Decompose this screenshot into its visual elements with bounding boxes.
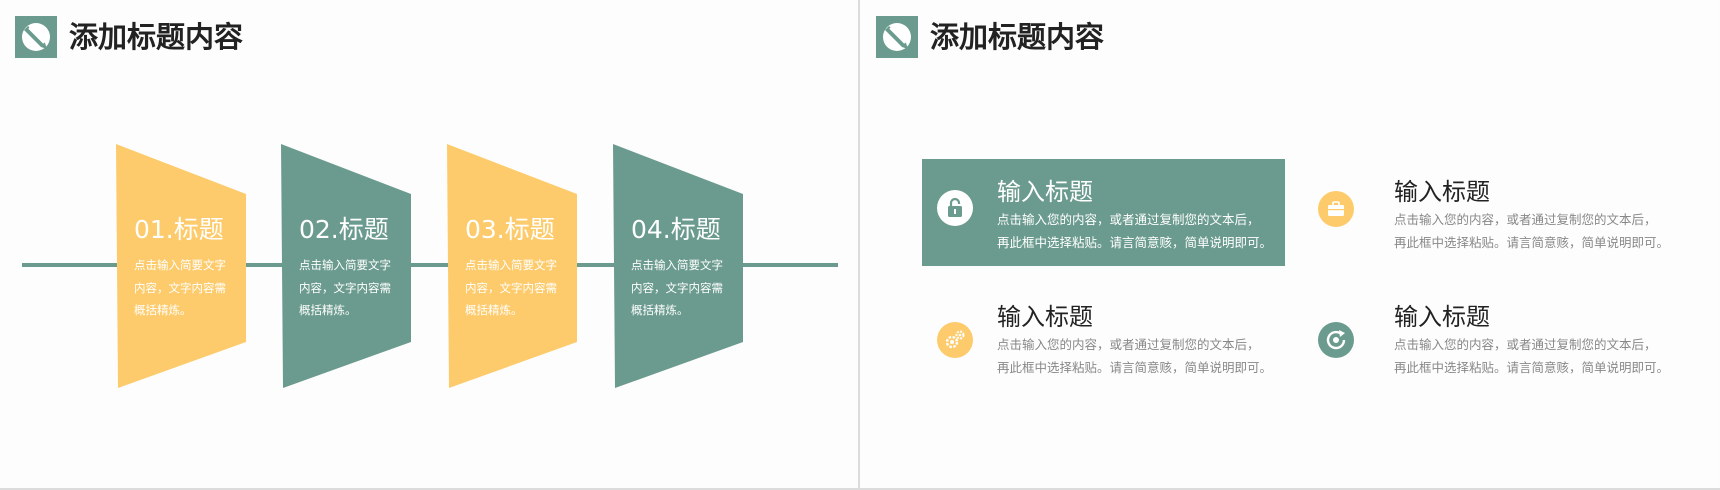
feature-title: 输入标题 bbox=[1394, 303, 1490, 331]
step-title: 04.标题 bbox=[631, 215, 721, 244]
bottom-border bbox=[0, 488, 1720, 490]
step-title: 02.标题 bbox=[299, 215, 389, 244]
feature-highlight-box bbox=[922, 159, 1285, 266]
step-card-4[interactable]: 04.标题 点击输入简要文字内容，文字内容需概括精炼。 bbox=[613, 144, 743, 388]
feature-desc: 点击输入您的内容，或者通过复制您的文本后， 再此框中选择粘贴。请言简意赅，简单说… bbox=[997, 333, 1287, 379]
feature-desc: 点击输入您的内容，或者通过复制您的文本后， 再此框中选择粘贴。请言简意赅，简单说… bbox=[1394, 333, 1684, 379]
step-title: 01.标题 bbox=[134, 215, 224, 244]
step-desc: 点击输入简要文字内容，文字内容需概括精炼。 bbox=[631, 258, 723, 317]
page-title: 添加标题内容 bbox=[69, 20, 244, 54]
feature-desc-line: 点击输入您的内容，或者通过复制您的文本后， bbox=[997, 337, 1260, 352]
feature-title: 输入标题 bbox=[997, 178, 1093, 206]
timeline-line bbox=[22, 263, 838, 267]
feature-desc-line: 再此框中选择粘贴。请言简意赅，简单说明即可。 bbox=[997, 235, 1273, 250]
gears-icon bbox=[937, 322, 973, 358]
lock-icon bbox=[937, 190, 973, 226]
feature-desc: 点击输入您的内容，或者通过复制您的文本后， 再此框中选择粘贴。请言简意赅，简单说… bbox=[997, 208, 1287, 254]
feature-desc-line: 点击输入您的内容，或者通过复制您的文本后， bbox=[1394, 337, 1657, 352]
pen-icon bbox=[15, 16, 57, 58]
feature-desc-line: 点击输入您的内容，或者通过复制您的文本后， bbox=[1394, 212, 1657, 227]
step-card-1[interactable]: 01.标题 点击输入简要文字内容，文字内容需概括精炼。 bbox=[116, 144, 246, 388]
step-desc: 点击输入简要文字内容，文字内容需概括精炼。 bbox=[465, 258, 557, 317]
step-card-3[interactable]: 03.标题 点击输入简要文字内容，文字内容需概括精炼。 bbox=[447, 144, 577, 388]
slide-left: 添加标题内容 01.标题 点击输入简要文字内容，文字内容需概括精炼。 02.标题… bbox=[0, 0, 858, 488]
step-desc: 点击输入简要文字内容，文字内容需概括精炼。 bbox=[299, 258, 391, 317]
feature-desc: 点击输入您的内容，或者通过复制您的文本后， 再此框中选择粘贴。请言简意赅，简单说… bbox=[1394, 208, 1684, 254]
feature-desc-line: 再此框中选择粘贴。请言简意赅，简单说明即可。 bbox=[997, 360, 1273, 375]
feature-title: 输入标题 bbox=[1394, 178, 1490, 206]
briefcase-icon bbox=[1318, 191, 1354, 227]
feature-desc-line: 再此框中选择粘贴。请言简意赅，简单说明即可。 bbox=[1394, 235, 1670, 250]
feature-desc-line: 点击输入您的内容，或者通过复制您的文本后， bbox=[997, 212, 1260, 227]
page-title: 添加标题内容 bbox=[930, 20, 1105, 54]
feature-desc-line: 再此框中选择粘贴。请言简意赅，简单说明即可。 bbox=[1394, 360, 1670, 375]
slide-divider bbox=[858, 0, 860, 490]
step-title: 03.标题 bbox=[465, 215, 555, 244]
refresh-icon bbox=[1318, 322, 1354, 358]
slide-right: 添加标题内容 输入标题 点击输入您的内容，或者通过复制您的文本后， 再此框中选择… bbox=[861, 0, 1719, 488]
feature-title: 输入标题 bbox=[997, 303, 1093, 331]
step-card-2[interactable]: 02.标题 点击输入简要文字内容，文字内容需概括精炼。 bbox=[281, 144, 411, 388]
step-desc: 点击输入简要文字内容，文字内容需概括精炼。 bbox=[134, 258, 226, 317]
pen-icon bbox=[876, 16, 918, 58]
